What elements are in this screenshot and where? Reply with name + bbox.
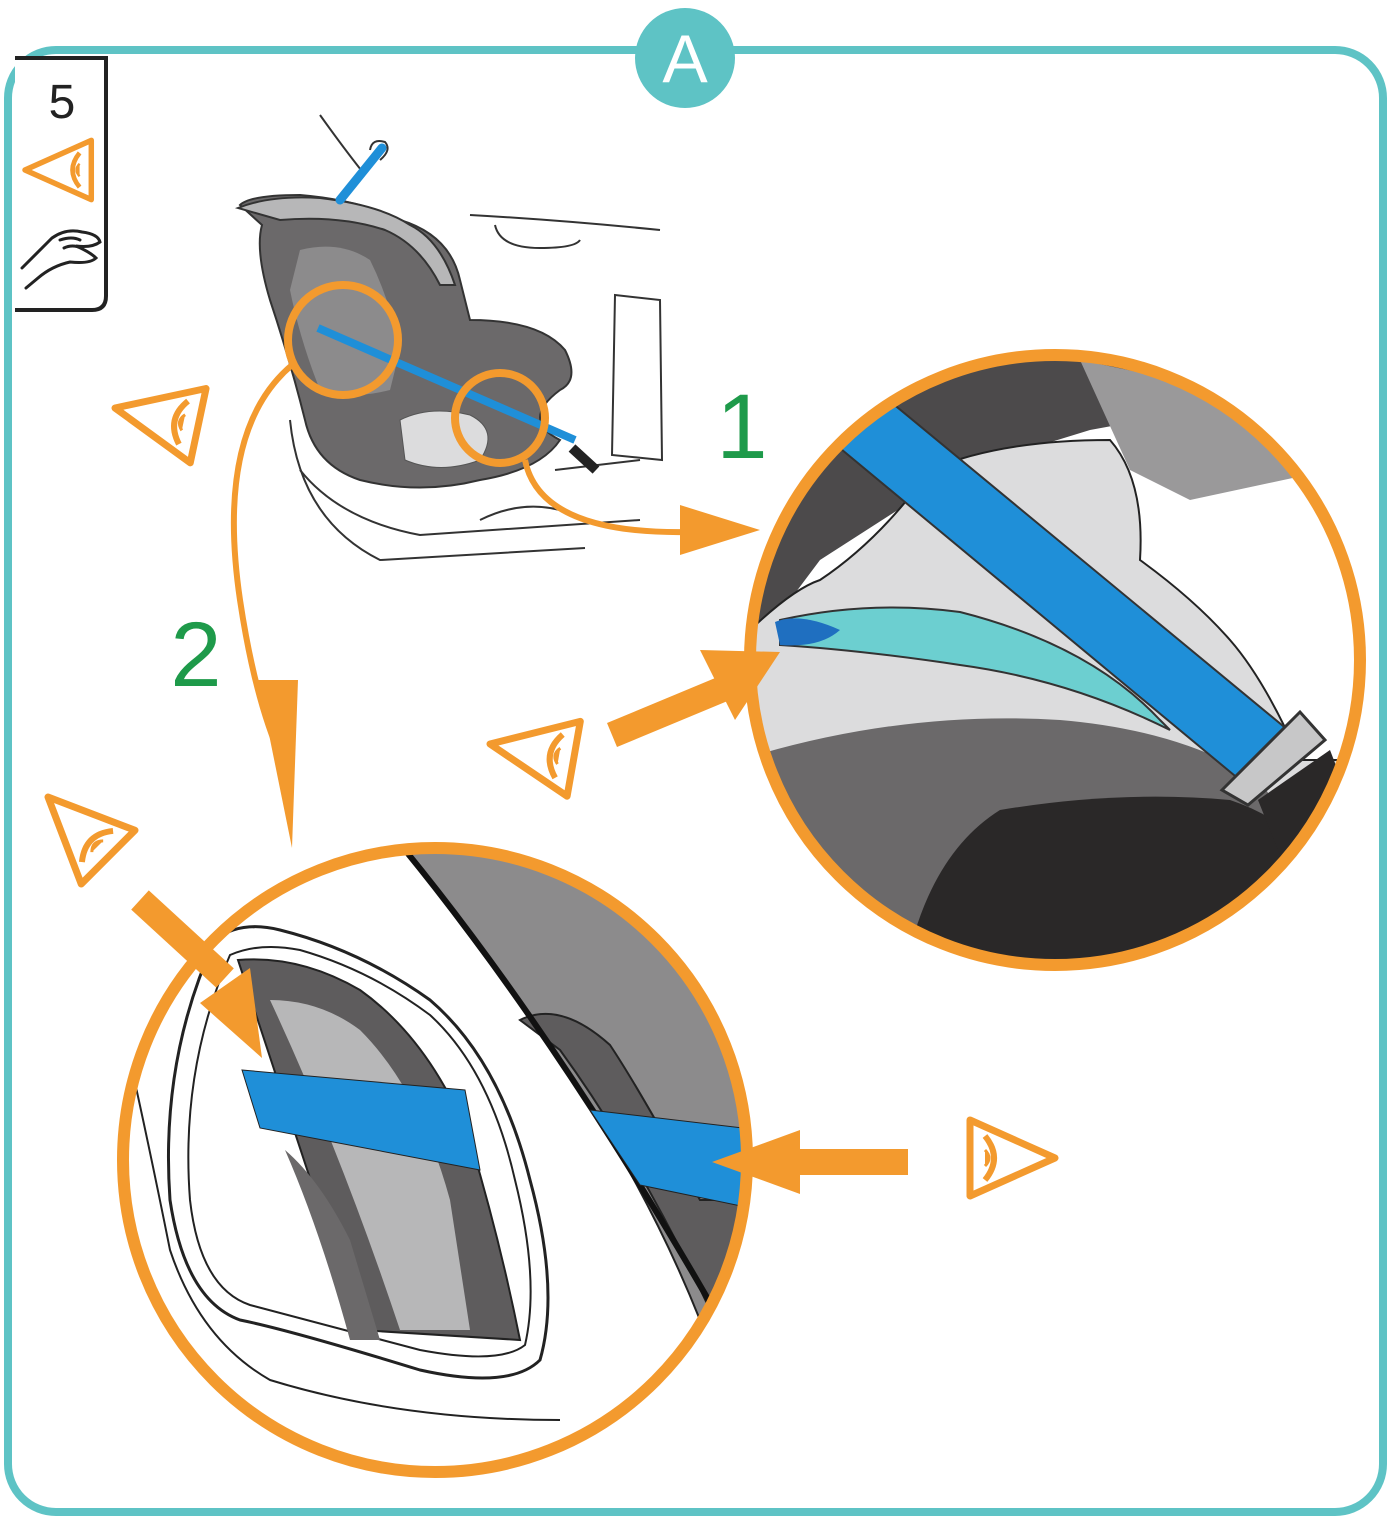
detail-1-buckle: [744, 349, 1366, 971]
car-seat-overview: [234, 114, 664, 562]
callout-2: 2: [170, 604, 221, 706]
connector-1: [522, 459, 760, 555]
eye-icon: [107, 371, 206, 463]
step-box: 5: [15, 56, 108, 312]
detail-2-belt-guides: [117, 842, 753, 1478]
step-number: 5: [49, 76, 76, 129]
panel-label-badge: A: [635, 8, 735, 108]
callout-1: 1: [716, 376, 767, 478]
pointer-arrow-2b: [712, 1130, 908, 1194]
eye-icon: [21, 770, 135, 884]
pointer-arrow-2a: [131, 890, 262, 1058]
pointer-arrow-1: [607, 650, 780, 748]
connector-2: [230, 362, 298, 848]
panel-label: A: [662, 21, 708, 97]
eye-icon: [970, 1120, 1055, 1196]
eye-icon: [483, 707, 580, 797]
hand-icon: [20, 229, 102, 290]
